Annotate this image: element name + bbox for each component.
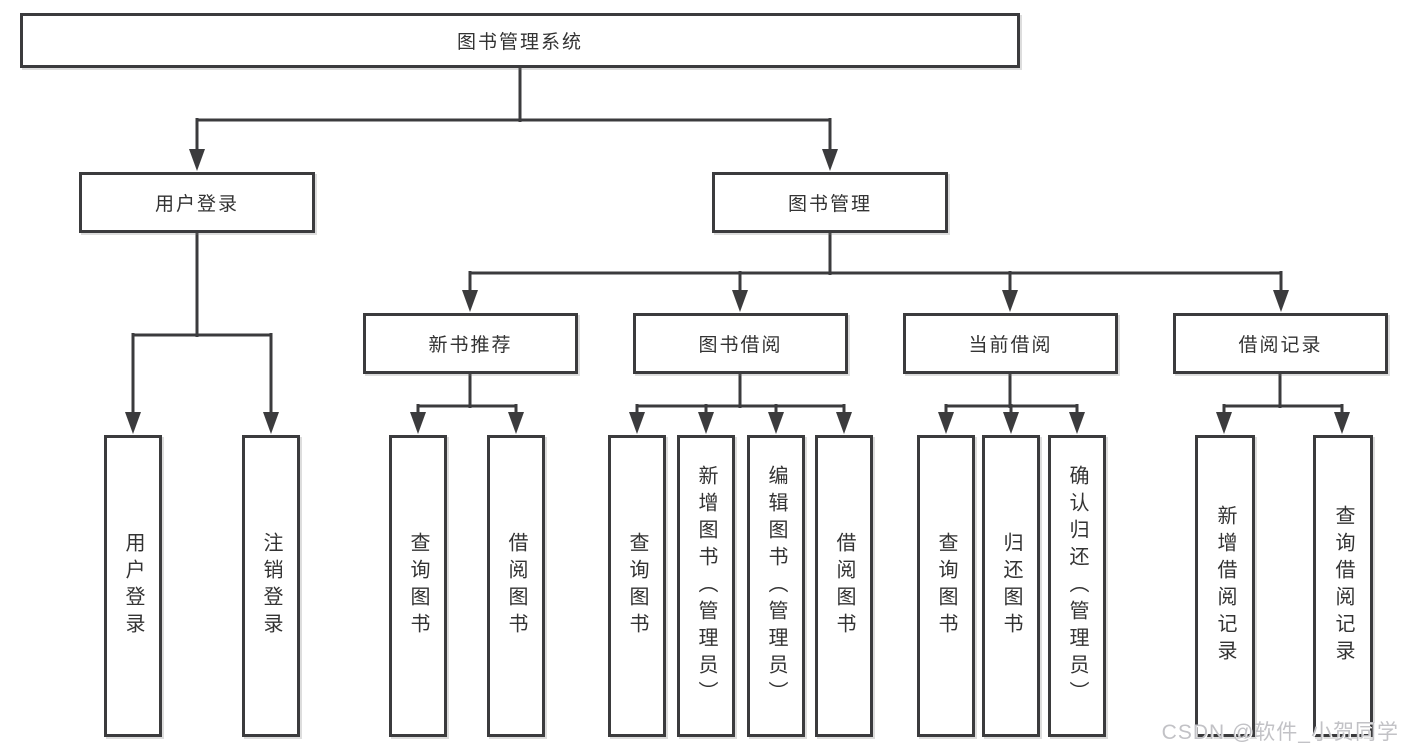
node-borrow-records: 借阅记录 xyxy=(1173,313,1388,374)
leaf-current-confirm-return-admin: 确认归还（管理员） xyxy=(1048,435,1106,737)
leaf-records-add-record-label: 新增借阅记录 xyxy=(1214,505,1236,667)
arrowhead-down-icon xyxy=(189,149,205,171)
arrowhead-down-icon xyxy=(263,412,279,434)
arrowhead-down-icon xyxy=(822,149,838,171)
node-book-management-label: 图书管理 xyxy=(787,194,872,215)
node-current-borrow: 当前借阅 xyxy=(903,313,1118,374)
leaf-borrow-edit-books-admin-label: 编辑图书（管理员） xyxy=(765,464,787,708)
node-book-borrow: 图书借阅 xyxy=(633,313,848,374)
leaf-new-rec-borrow-books-label: 借阅图书 xyxy=(505,532,527,640)
leaf-borrow-borrow-books: 借阅图书 xyxy=(815,435,873,737)
leaf-current-return-books: 归还图书 xyxy=(982,435,1040,737)
arrowhead-down-icon xyxy=(732,290,748,312)
watermark: CSDN @软件_小贺同学 xyxy=(1161,721,1399,744)
node-book-management: 图书管理 xyxy=(712,172,948,233)
arrowhead-down-icon xyxy=(836,412,852,434)
leaf-borrow-add-books-admin-label: 新增图书（管理员） xyxy=(695,464,717,708)
leaf-borrow-add-books-admin: 新增图书（管理员） xyxy=(677,435,735,737)
arrowhead-down-icon xyxy=(1273,290,1289,312)
leaf-records-add-record: 新增借阅记录 xyxy=(1195,435,1255,737)
arrowhead-down-icon xyxy=(125,412,141,434)
arrowhead-down-icon xyxy=(1216,412,1232,434)
node-new-book-recommend-label: 新书推荐 xyxy=(428,335,513,356)
arrowhead-down-icon xyxy=(410,412,426,434)
leaf-records-query-record-label: 查询借阅记录 xyxy=(1332,505,1354,667)
connectors-book-management xyxy=(462,233,1289,312)
leaf-records-query-record: 查询借阅记录 xyxy=(1313,435,1373,737)
connectors-new-book-recommend xyxy=(410,374,524,434)
connectors-root xyxy=(189,68,838,171)
connectors-current-borrow xyxy=(938,374,1085,434)
leaf-current-confirm-return-admin-label: 确认归还（管理员） xyxy=(1066,464,1088,708)
arrowhead-down-icon xyxy=(629,412,645,434)
arrowhead-down-icon xyxy=(1002,290,1018,312)
arrowhead-down-icon xyxy=(1334,412,1350,434)
leaf-logout-label: 注销登录 xyxy=(260,532,282,640)
node-book-borrow-label: 图书借阅 xyxy=(698,335,783,356)
arrowhead-down-icon xyxy=(938,412,954,434)
node-new-book-recommend: 新书推荐 xyxy=(363,313,578,374)
arrowhead-down-icon xyxy=(508,412,524,434)
node-root: 图书管理系统 xyxy=(20,13,1020,68)
node-current-borrow-label: 当前借阅 xyxy=(968,335,1053,356)
node-user-login-label: 用户登录 xyxy=(154,194,239,215)
node-root-label: 图书管理系统 xyxy=(456,32,583,53)
leaf-new-rec-query-books: 查询图书 xyxy=(389,435,447,737)
leaf-borrow-edit-books-admin: 编辑图书（管理员） xyxy=(747,435,805,737)
node-borrow-records-label: 借阅记录 xyxy=(1238,335,1323,356)
leaf-current-query-books-label: 查询图书 xyxy=(935,532,957,640)
leaf-user-login: 用户登录 xyxy=(104,435,162,737)
arrowhead-down-icon xyxy=(768,412,784,434)
arrowhead-down-icon xyxy=(1003,412,1019,434)
leaf-new-rec-borrow-books: 借阅图书 xyxy=(487,435,545,737)
arrowhead-down-icon xyxy=(1069,412,1085,434)
arrowhead-down-icon xyxy=(698,412,714,434)
leaf-user-login-label: 用户登录 xyxy=(122,532,144,640)
leaf-new-rec-query-books-label: 查询图书 xyxy=(407,532,429,640)
leaf-borrow-borrow-books-label: 借阅图书 xyxy=(833,532,855,640)
arrowhead-down-icon xyxy=(462,290,478,312)
leaf-logout: 注销登录 xyxy=(242,435,300,737)
leaf-borrow-query-books: 查询图书 xyxy=(608,435,666,737)
leaf-current-query-books: 查询图书 xyxy=(917,435,975,737)
connectors-borrow-records xyxy=(1216,374,1350,434)
leaf-borrow-query-books-label: 查询图书 xyxy=(626,532,648,640)
node-user-login: 用户登录 xyxy=(79,172,315,233)
leaf-current-return-books-label: 归还图书 xyxy=(1000,532,1022,640)
connectors-book-borrow xyxy=(629,374,852,434)
connectors-user-login xyxy=(125,233,279,434)
